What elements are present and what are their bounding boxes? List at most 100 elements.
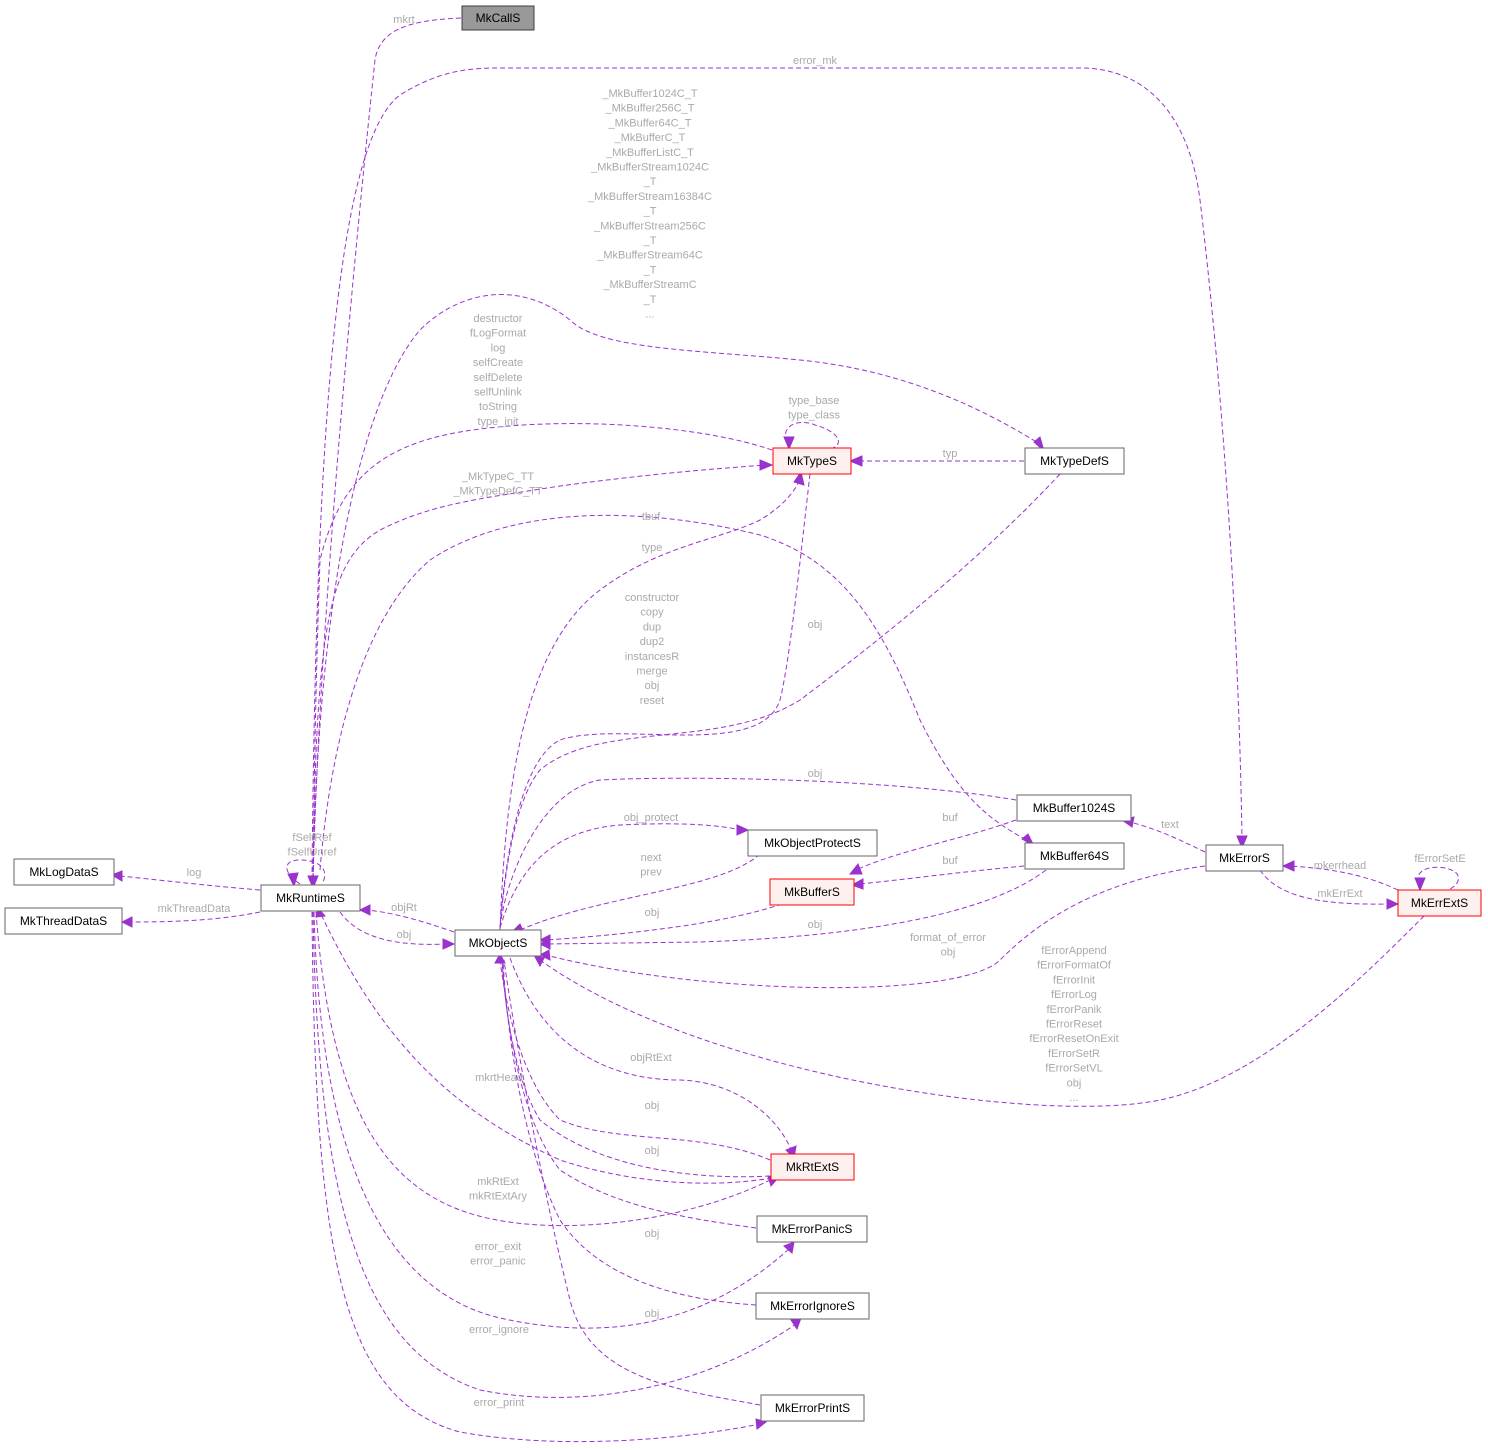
edge-label-line: _MkBuffer1024C_T [601,88,697,100]
edge-label-line: _T [643,294,657,306]
edge-error-exit [313,911,791,1329]
node-mkbuffers[interactable]: MkBufferS [769,878,855,906]
edge-obj-rtext2 [501,959,771,1178]
edge-mkerrext [1259,869,1391,905]
node-box [4,907,123,935]
arrow-log [110,870,123,882]
node-mkbuffer1024s[interactable]: MkBuffer1024S [1016,794,1132,822]
edge-label-line: _MkBuffer64C_T [608,117,692,129]
edge-mkthreaddata [129,911,261,923]
node-mkrtexts[interactable]: MkRtExtS [770,1153,855,1181]
node-mkthreaddatas[interactable]: MkThreadDataS [4,907,123,935]
arrow-objrt [358,904,371,916]
edge-buf1 [855,819,1017,871]
node-mkerrorpanics[interactable]: MkErrorPanicS [756,1215,868,1243]
node-label: MkBuffer1024S [1033,801,1116,815]
edge-label-mkrthead: mkrtHead [475,1072,523,1084]
node-box [755,1292,870,1320]
node-mkobjects[interactable]: MkObjectS [454,929,542,957]
edge-label-buffers-typedef: _MkBuffer1024C_T_MkBuffer256C_T_MkBuffer… [587,88,712,321]
node-box [1205,844,1284,872]
node-mkbuffer64s[interactable]: MkBuffer64S [1024,842,1125,870]
edge-typec [312,464,766,881]
edge-label-line: merge [636,666,667,678]
edge-label-obj-b64: obj [808,919,823,931]
edge-label-line: type [642,542,663,554]
edge-label-obj-b1024: obj [808,768,823,780]
arrow-typ [848,455,863,467]
node-box [1397,889,1482,917]
edge-errext-funcs [539,915,1425,1107]
edge-label-type: type [642,542,663,554]
edge-label-line: dup [643,621,661,633]
edge-label-line: type_base [789,395,840,407]
edge-label-line: prev [640,867,662,879]
edge-label-line: typ [943,448,958,460]
edge-label-line: ... [1069,1092,1078,1104]
node-mkerrors[interactable]: MkErrorS [1205,844,1284,872]
edge-label-line: _MkTypeDefC_TT [452,486,543,498]
edge-label-obj-rtext2: obj [645,1145,660,1157]
edge-label-line: obj [645,1145,660,1157]
edge-label-buf2: buf [942,855,958,867]
edge-label-line: error_exit [475,1241,521,1253]
arrow-mkthreaddata [120,916,133,928]
arrow-fselfref [287,872,299,888]
edge-label-typec: _MkTypeC_TT _MkTypeDefC_TT [452,471,543,498]
edge-label-line: fErrorPanik [1046,1004,1102,1016]
edge-label-obj-bufs: obj [645,907,660,919]
edge-label-line: obj [808,919,823,931]
arrow-mkerrhead [1281,860,1295,872]
node-mkerrorprints[interactable]: MkErrorPrintS [760,1394,865,1422]
arrow-mkerrext [1386,898,1400,910]
edge-label-line: _MkBufferStreamC [602,279,696,291]
edge-label-line: type_class [788,410,840,422]
edge-label-line: _MkBufferStream16384C [587,191,712,203]
edge-mkrthead [319,911,773,1184]
edge-buffers-typedef [312,294,1041,881]
edge-label-log: log [187,867,202,879]
edge-label-line: _MkTypeC_TT [461,471,534,483]
node-mkcalls[interactable]: MkCallS [461,5,535,31]
edge-label-line: _MkBufferStream1024C [590,162,709,174]
node-mkerrorignores[interactable]: MkErrorIgnoreS [755,1292,870,1320]
arrow-type [793,470,805,486]
edge-label-line: buf [942,812,958,824]
edge-label-error-print: error_print [474,1397,525,1409]
node-box [1024,842,1125,870]
edge-label-text: text [1161,819,1179,831]
edge-label-line: obj [941,947,956,959]
edge-label-line: copy [640,607,664,619]
edge-label-line: fErrorLog [1051,989,1097,1001]
edge-obj-ignore [502,959,757,1306]
node-mktypedefs[interactable]: MkTypeDefS [1024,447,1125,475]
node-mkruntimes[interactable]: MkRuntimeS [260,884,361,912]
node-mklogdatas[interactable]: MkLogDataS [13,858,115,886]
edge-label-line: fLogFormat [470,328,526,340]
node-box [260,884,361,912]
edge-error-print [311,911,761,1443]
node-box [454,929,542,957]
edge-label-obj-rt: obj [397,929,412,941]
node-mkerrexts[interactable]: MkErrExtS [1397,889,1482,917]
edge-label-line: obj [645,680,660,692]
edge-label-line: selfUnlink [474,387,522,399]
edge-label-line: obj [808,619,823,631]
edge-buf2 [859,865,1025,885]
edge-label-mkthreaddata: mkThreadData [158,903,232,915]
node-label: MkLogDataS [29,865,98,879]
edge-label-line: selfCreate [473,357,523,369]
edge-label-line: obj_protect [624,812,678,824]
edge-label-line: fErrorSetE [1414,853,1465,865]
edge-obj-protect [499,823,741,929]
edge-mkrtext [315,911,771,1227]
node-mktypes[interactable]: MkTypeS [772,447,852,475]
edge-label-line: obj [397,929,412,941]
edge-label-line: obj [645,1228,660,1240]
arrow-obj-rt [442,938,456,950]
node-mkobjectprotects[interactable]: MkObjectProtectS [747,829,878,857]
